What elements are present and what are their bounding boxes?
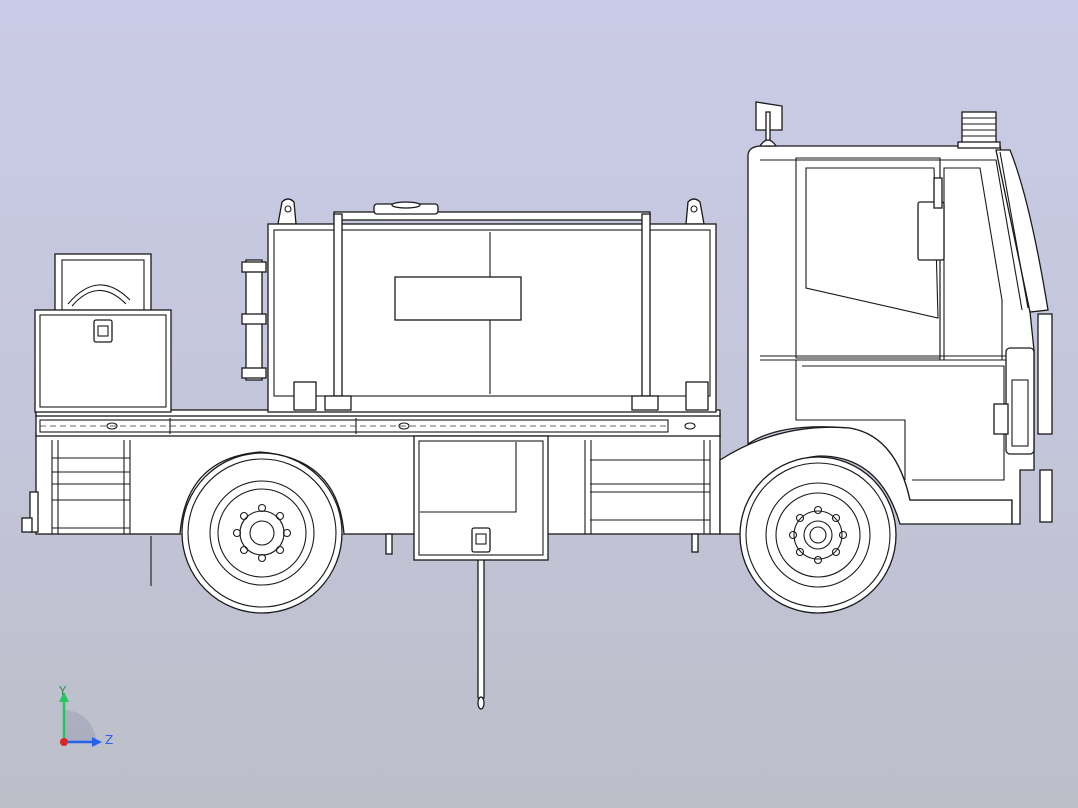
water-tank[interactable] xyxy=(241,201,717,413)
truck-cab[interactable] xyxy=(719,145,1053,535)
y-arrow-icon xyxy=(59,692,69,702)
y-axis-label: Y xyxy=(58,684,67,698)
z-axis-label: Z xyxy=(105,733,113,747)
orientation-triad[interactable]: Y Z xyxy=(50,684,120,754)
x-axis-icon xyxy=(60,738,68,746)
rear-frame xyxy=(21,433,721,555)
underbody-toolbox[interactable] xyxy=(413,435,549,561)
roof-flag xyxy=(755,101,783,147)
roof-beacon xyxy=(957,111,1001,149)
front-wheel[interactable] xyxy=(739,456,897,614)
side-rail xyxy=(35,413,721,437)
z-arrow-icon xyxy=(92,737,102,747)
lifting-eye-left xyxy=(277,198,297,225)
hose-reel[interactable] xyxy=(54,253,152,313)
rear-wheel[interactable] xyxy=(179,451,345,614)
rear-toolbox[interactable] xyxy=(34,309,172,413)
lifting-eye-right xyxy=(685,198,705,225)
triad-plane-icon xyxy=(64,710,96,742)
probe-rod xyxy=(477,557,485,710)
